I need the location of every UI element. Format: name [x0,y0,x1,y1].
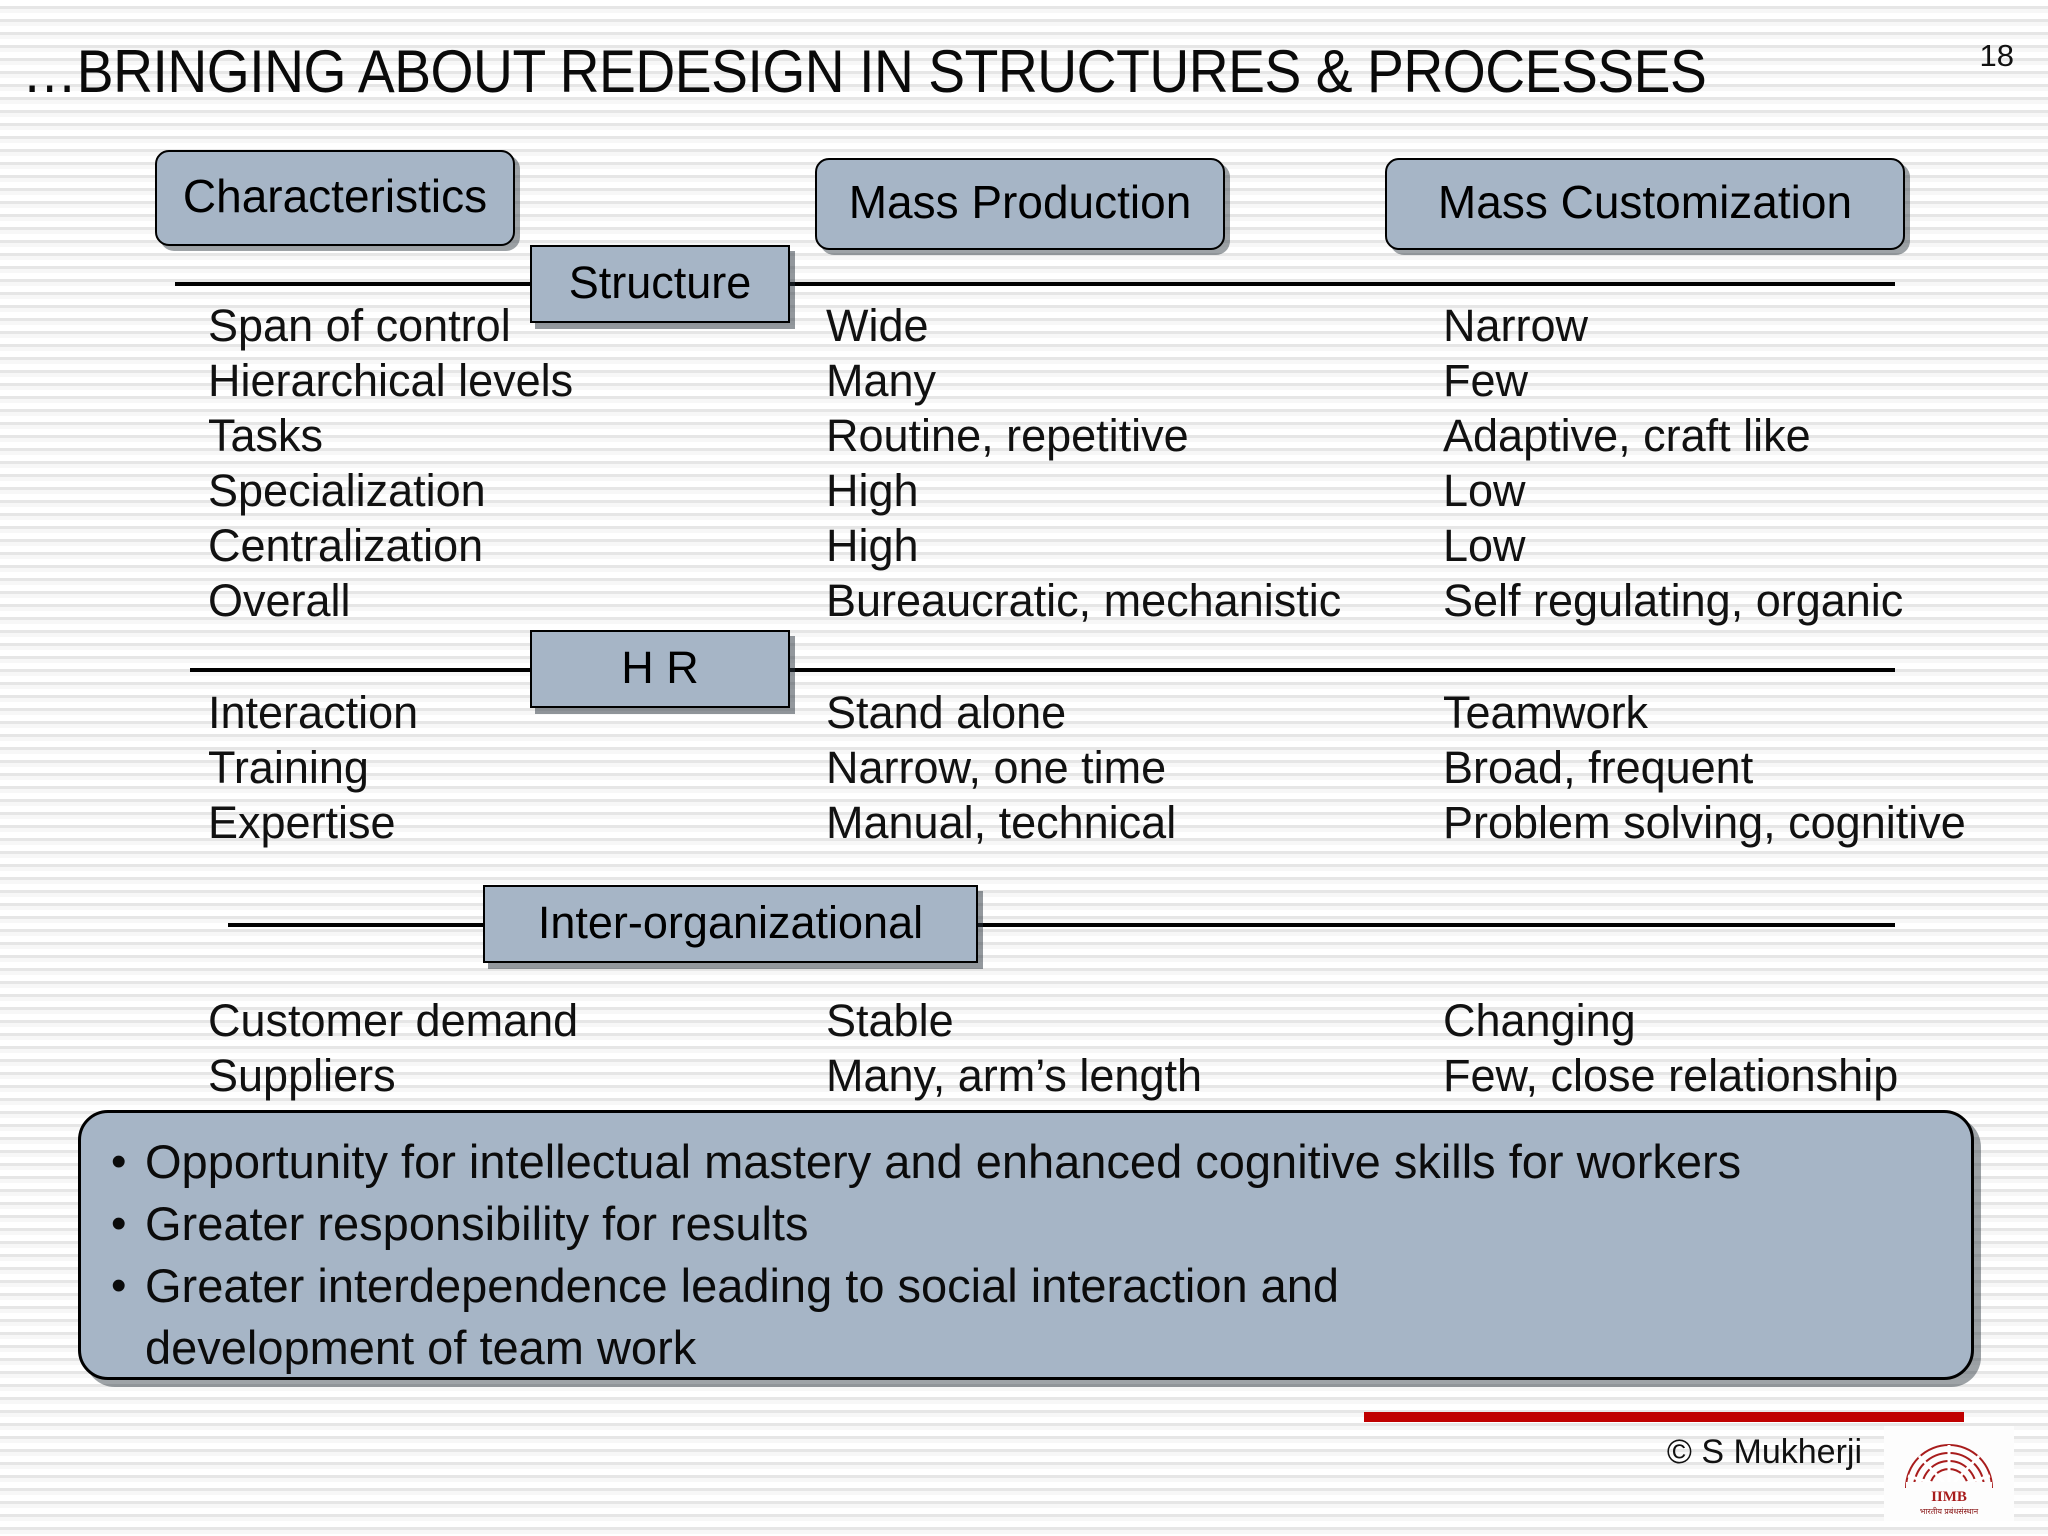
list-item-text: development of team work [145,1321,697,1374]
column-header-mass-production: Mass Production [815,158,1225,250]
section-label-hr-text: H R [621,642,699,693]
divider-inter-organizational [228,923,1895,927]
row-mass-production: Narrow, one time [826,742,1167,793]
table-row: Overall Bureaucratic, mechanistic Self r… [0,573,2048,628]
page-number: 18 [1979,38,2014,73]
table-row: Tasks Routine, repetitive Adaptive, craf… [0,408,2048,463]
section-label-hr: H R [530,630,790,708]
svg-text:भारतीय प्रबंधसंस्थान: भारतीय प्रबंधसंस्थान [1920,1506,1979,1516]
column-header-mass-customization-label: Mass Customization [1437,176,1853,228]
row-mass-customization: Low [1443,520,1526,571]
row-characteristic: Training [208,742,369,793]
row-mass-customization: Low [1443,465,1526,516]
row-characteristic: Overall [208,575,351,626]
section-label-structure-text: Structure [568,257,752,308]
row-characteristic: Specialization [208,465,486,516]
row-mass-production: High [826,465,919,516]
row-characteristic: Centralization [208,520,484,571]
list-item-text: Greater responsibility for results [145,1197,809,1250]
table-row: Hierarchical levels Many Few [0,353,2048,408]
section-label-inter-organizational-text: Inter-organizational [537,897,924,948]
iimb-logo-icon: IIMB भारतीय प्रबंधसंस्थान [1905,1444,1993,1516]
row-mass-production: Many, arm’s length [826,1050,1202,1101]
row-mass-customization: Few, close relationship [1443,1050,1899,1101]
column-header-characteristics: Characteristics [155,150,515,246]
row-characteristic: Interaction [208,687,419,738]
divider-hr [190,668,1895,672]
summary-callout-box: • Opportunity for intellectual mastery a… [78,1110,1974,1380]
list-item-text: Greater interdependence leading to socia… [145,1259,1340,1312]
row-characteristic: Expertise [208,797,396,848]
divider-structure [175,282,1895,286]
table-row: Training Narrow, one time Broad, frequen… [0,740,2048,795]
section-label-inter-organizational: Inter-organizational [483,885,978,963]
table-row: Span of control Wide Narrow [0,298,2048,353]
row-characteristic: Hierarchical levels [208,355,574,406]
row-characteristic: Customer demand [208,995,579,1046]
bullet-icon: • [111,1261,127,1310]
table-row: Centralization High Low [0,518,2048,573]
row-mass-customization: Narrow [1443,300,1589,351]
row-mass-customization: Problem solving, cognitive [1443,797,1966,848]
row-characteristic: Tasks [208,410,324,461]
row-mass-production: Wide [826,300,929,351]
table-row: Expertise Manual, technical Problem solv… [0,795,2048,850]
column-header-characteristics-label: Characteristics [182,170,488,222]
row-mass-production: Routine, repetitive [826,410,1189,461]
row-mass-customization: Adaptive, craft like [1443,410,1811,461]
row-mass-production: Stand alone [826,687,1067,738]
column-header-mass-customization: Mass Customization [1385,158,1905,250]
column-header-mass-production-label: Mass Production [848,176,1192,228]
table-row: Suppliers Many, arm’s length Few, close … [0,1048,2048,1103]
list-item-text: Opportunity for intellectual mastery and… [145,1135,1742,1188]
list-item: • Greater responsibility for results [111,1193,1941,1255]
row-mass-customization: Few [1443,355,1529,406]
bullet-icon: • [111,1199,127,1248]
row-characteristic: Suppliers [208,1050,396,1101]
table-row: Specialization High Low [0,463,2048,518]
row-mass-production: Manual, technical [826,797,1177,848]
row-mass-customization: Self regulating, organic [1443,575,1904,626]
iimb-logo: IIMB भारतीय प्रबंधसंस्थान [1884,1426,2014,1521]
copyright-text: © S Mukherji [1666,1433,1862,1471]
footer-accent-bar [1364,1412,1964,1422]
table-row: Customer demand Stable Changing [0,993,2048,1048]
list-item: • Greater interdependence leading to soc… [111,1255,1941,1317]
svg-text:IIMB: IIMB [1931,1489,1967,1505]
row-mass-customization: Changing [1443,995,1636,1046]
row-mass-production: Stable [826,995,954,1046]
list-item-continuation: development of team work [111,1317,1941,1379]
row-mass-customization: Teamwork [1443,687,1649,738]
list-item: • Opportunity for intellectual mastery a… [111,1131,1941,1193]
row-mass-production: High [826,520,919,571]
section-label-structure: Structure [530,245,790,323]
table-row: Interaction Stand alone Teamwork [0,685,2048,740]
row-characteristic: Span of control [208,300,511,351]
row-mass-customization: Broad, frequent [1443,742,1754,793]
row-mass-production: Bureaucratic, mechanistic [826,575,1342,626]
row-mass-production: Many [826,355,937,406]
page-title: …BRINGING ABOUT REDESIGN IN STRUCTURES &… [22,38,1707,105]
bullet-icon: • [111,1137,127,1186]
